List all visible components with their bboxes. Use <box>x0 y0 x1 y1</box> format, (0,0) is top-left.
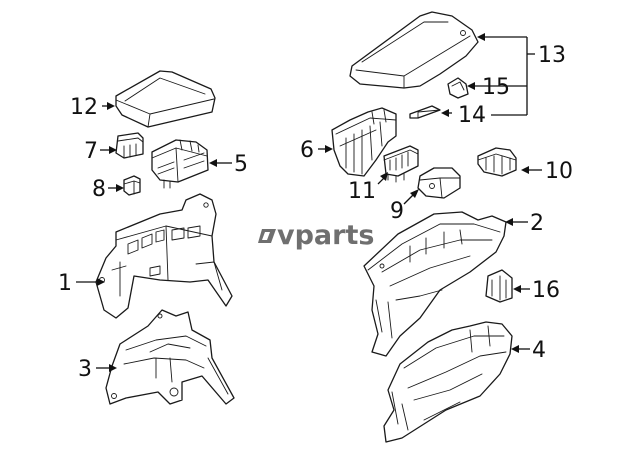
part-5-relay-block[interactable] <box>151 139 209 189</box>
part-8-clip[interactable] <box>123 175 141 196</box>
callout-15: 15 <box>482 75 510 100</box>
callout-3: 3 <box>78 357 92 382</box>
callout-11: 11 <box>348 179 376 204</box>
part-7-relay[interactable] <box>115 132 144 159</box>
part-13-upper-cover[interactable] <box>349 11 479 89</box>
callout-2: 2 <box>530 211 544 236</box>
part-2-upper-housing[interactable] <box>363 211 507 357</box>
callout-4: 4 <box>532 338 546 363</box>
part-14-fuse-strip[interactable] <box>409 105 441 119</box>
watermark-logo: vparts <box>258 220 374 251</box>
callout-14: 14 <box>458 103 486 128</box>
part-12-fuse-box-cover[interactable] <box>115 70 216 128</box>
part-15-clip[interactable] <box>447 77 469 99</box>
callout-5: 5 <box>234 152 248 177</box>
part-10-connector[interactable] <box>477 147 517 177</box>
callout-7: 7 <box>84 139 98 164</box>
callout-6: 6 <box>300 138 314 163</box>
part-11-connector[interactable] <box>383 145 419 183</box>
callout-12: 12 <box>70 95 98 120</box>
part-1-fuse-box-body[interactable] <box>95 193 233 319</box>
part-6-connector-block[interactable] <box>331 107 397 177</box>
leader-lines <box>76 33 542 372</box>
callout-8: 8 <box>92 177 106 202</box>
part-3-lower-bracket[interactable] <box>105 309 235 405</box>
callout-16: 16 <box>532 278 560 303</box>
callout-9: 9 <box>390 199 404 224</box>
callout-10: 10 <box>545 159 573 184</box>
callout-13: 13 <box>538 43 566 68</box>
callout-labels: 1 2 3 4 5 6 7 8 9 10 11 12 13 15 14 16 <box>58 43 573 382</box>
callout-1: 1 <box>58 271 72 296</box>
part-9-relay[interactable] <box>417 167 461 199</box>
part-4-lower-housing[interactable] <box>383 321 513 443</box>
lv-monogram-icon <box>258 229 276 243</box>
watermark-text: vparts <box>277 220 374 251</box>
part-16-clip[interactable] <box>485 269 513 303</box>
